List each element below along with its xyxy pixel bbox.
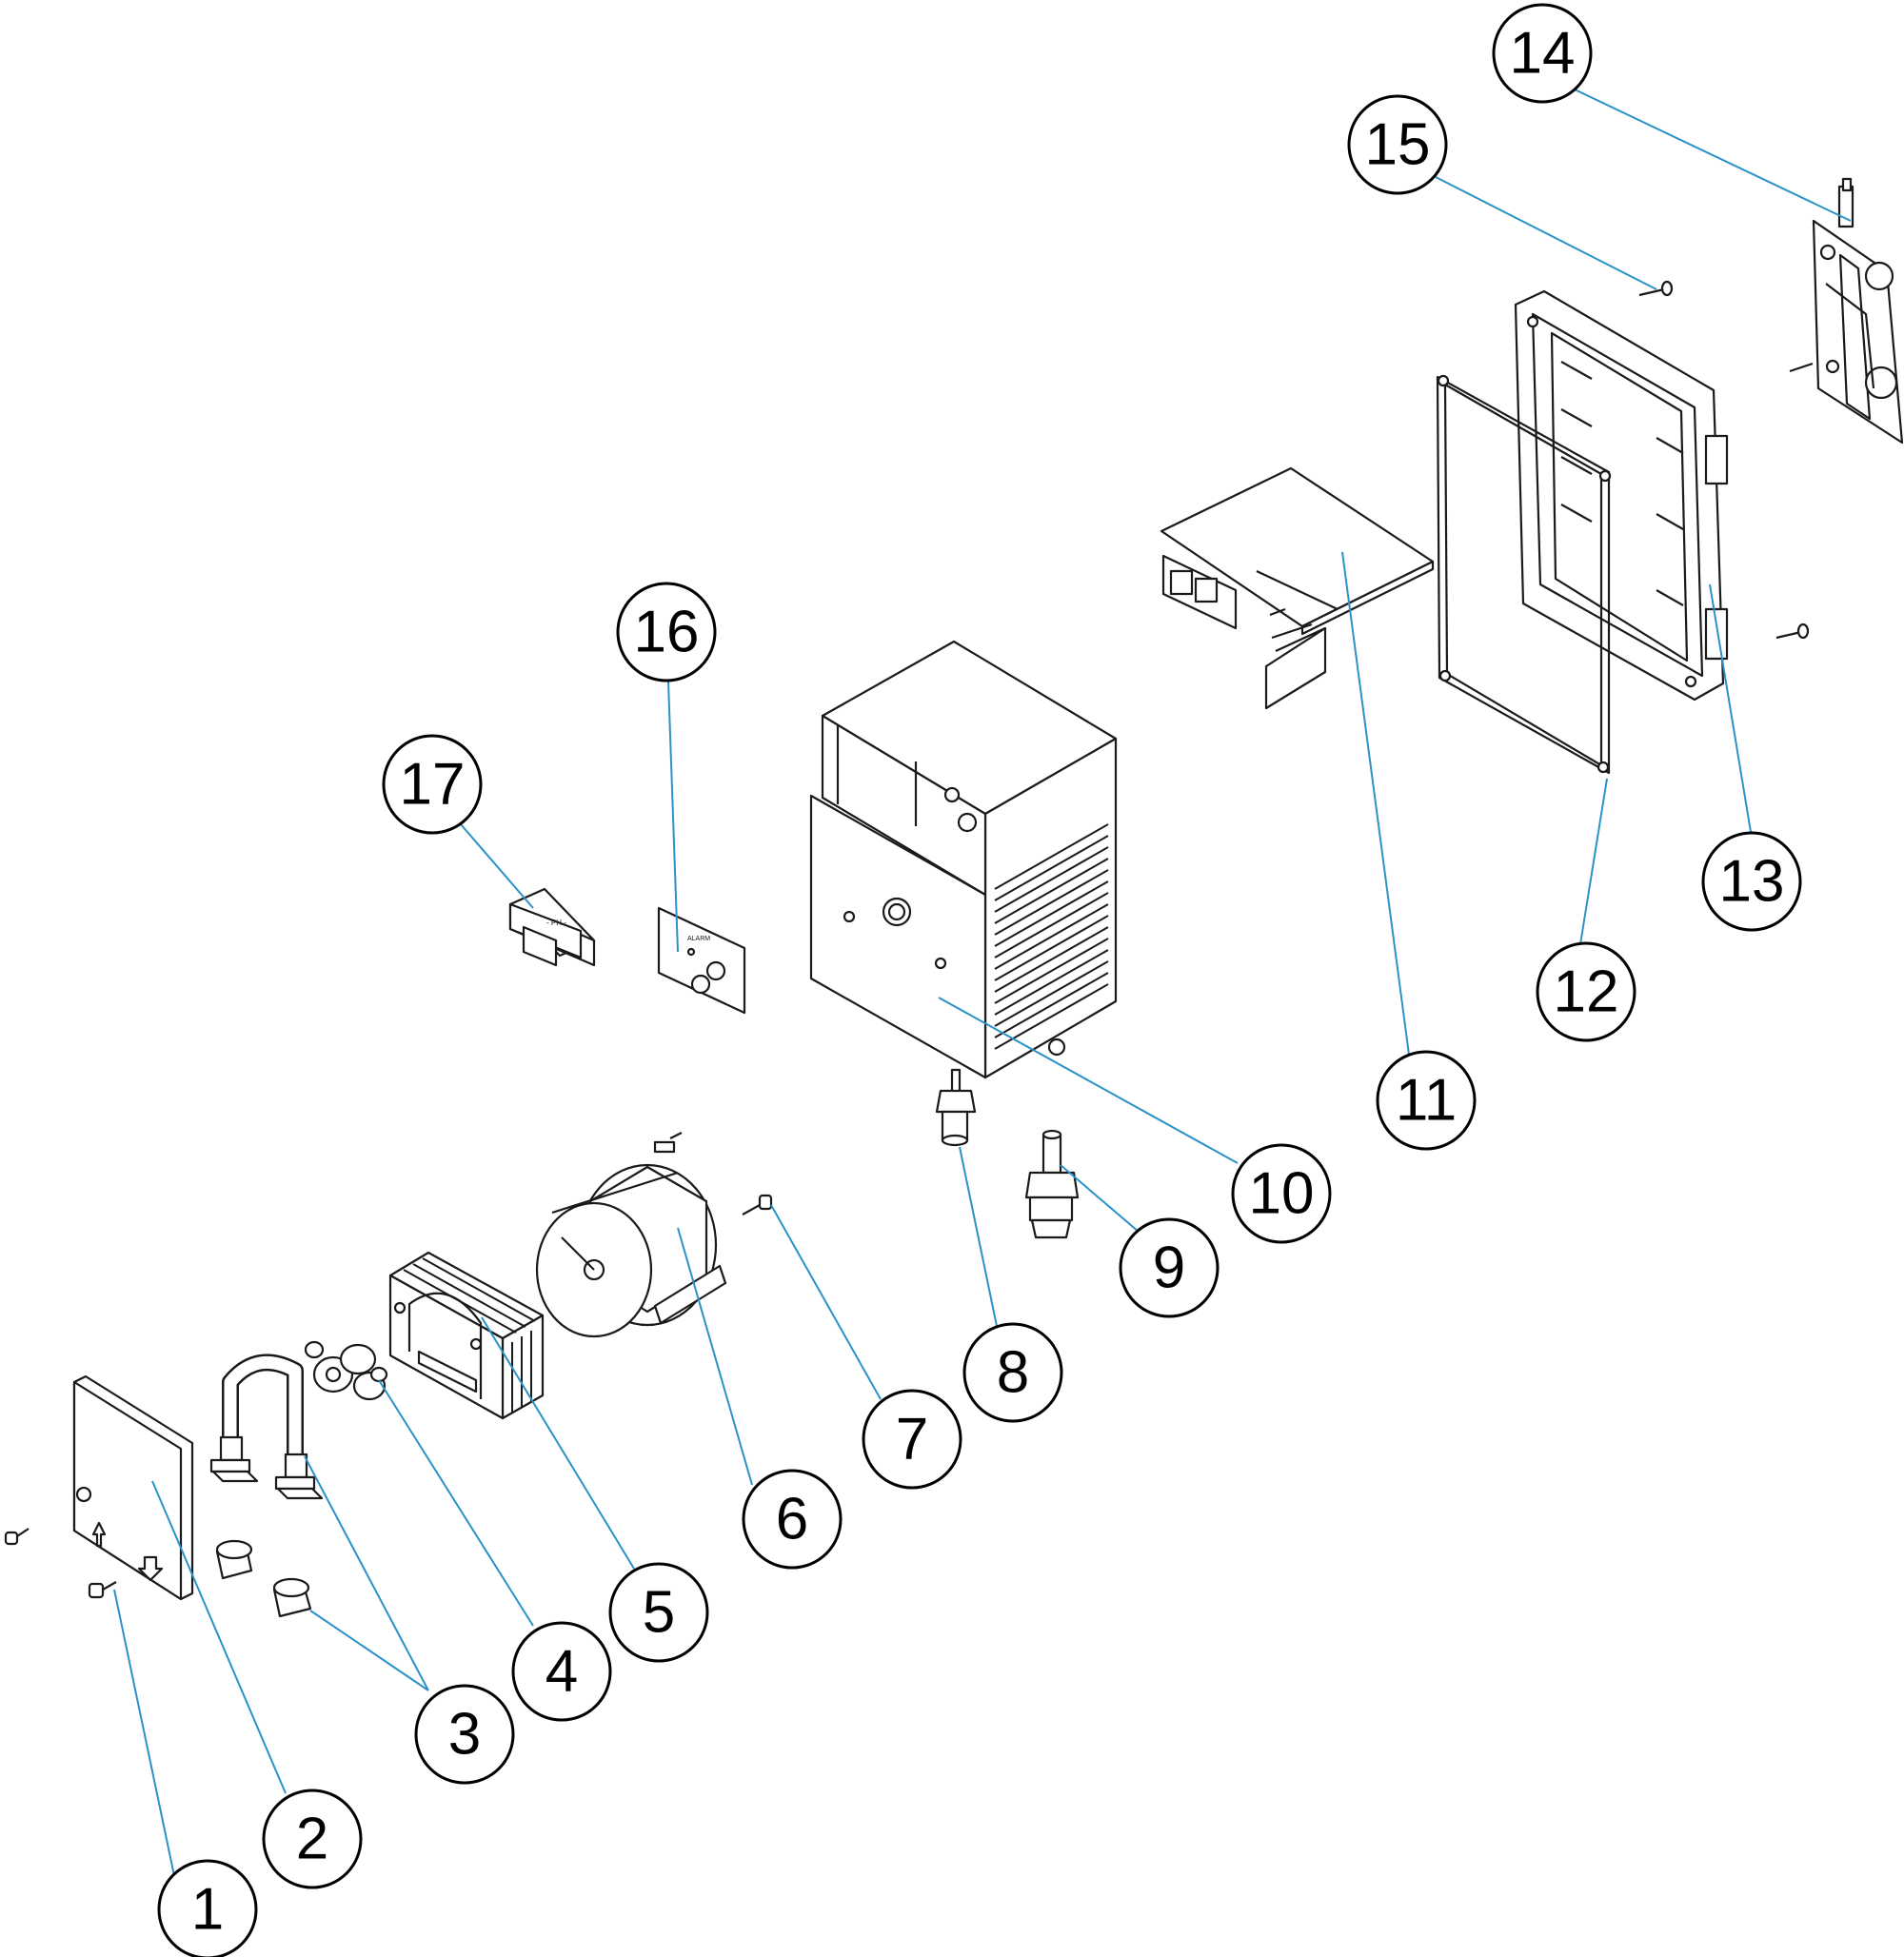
- callout-16-number: 16: [634, 600, 700, 665]
- cable-gland-part-8: [935, 1068, 977, 1147]
- main-enclosure-part: [809, 640, 1118, 1079]
- leader-14: [1574, 89, 1852, 222]
- callout-11: 11: [1376, 1050, 1477, 1151]
- leader-3a: [304, 1455, 429, 1691]
- callout-15: 15: [1347, 94, 1448, 195]
- callout-13-number: 13: [1719, 849, 1785, 915]
- leader-15: [1435, 176, 1657, 290]
- ph-label-text: - PH -: [546, 919, 566, 927]
- pump-head-body-part: [388, 1251, 545, 1420]
- callout-15-number: 15: [1365, 112, 1431, 178]
- callout-11-number: 11: [1396, 1068, 1457, 1134]
- callout-6: 6: [742, 1469, 843, 1570]
- leader-9: [1060, 1164, 1140, 1233]
- roller-assembly-part: [304, 1340, 388, 1401]
- callout-1-number: 1: [191, 1877, 224, 1943]
- callout-12-number: 12: [1554, 959, 1619, 1025]
- cable-gland-part-9: [1024, 1129, 1080, 1239]
- callout-2: 2: [262, 1789, 363, 1889]
- motor-part: [535, 1132, 727, 1338]
- alarm-label-text: ALARM: [687, 936, 710, 942]
- callout-5: 5: [608, 1562, 709, 1663]
- alarm-panel-label-part: ALARM: [657, 906, 746, 1015]
- leader-11: [1341, 551, 1410, 1056]
- callout-10-number: 10: [1249, 1161, 1315, 1227]
- gasket-part: [1436, 374, 1612, 775]
- callout-2-number: 2: [296, 1807, 328, 1872]
- leader-16: [667, 681, 679, 953]
- callout-8-number: 8: [997, 1340, 1029, 1406]
- rear-housing-frame-part: [1514, 289, 1810, 702]
- tubing-part: [209, 1354, 324, 1618]
- screw-part-1: [4, 1528, 117, 1599]
- callout-1: 1: [157, 1859, 258, 1957]
- front-cover-part: [72, 1374, 194, 1601]
- callout-17: 17: [382, 734, 483, 835]
- callout-3-number: 3: [448, 1702, 481, 1768]
- callout-6-number: 6: [776, 1487, 808, 1552]
- leader-5: [481, 1316, 635, 1570]
- callout-13: 13: [1701, 831, 1802, 932]
- leader-2: [151, 1480, 287, 1794]
- callout-7: 7: [862, 1389, 962, 1490]
- leader-4: [378, 1379, 534, 1627]
- leader-7: [770, 1204, 882, 1400]
- callout-12: 12: [1536, 941, 1636, 1042]
- leader-10: [938, 997, 1239, 1164]
- callout-9-number: 9: [1153, 1235, 1185, 1301]
- callout-5-number: 5: [643, 1580, 675, 1646]
- callout-14: 14: [1492, 3, 1593, 104]
- wall-bracket-part: [1789, 177, 1904, 445]
- ph-display-label-part: - PH -: [508, 887, 596, 967]
- leader-17: [460, 823, 534, 909]
- callout-7-number: 7: [896, 1407, 928, 1473]
- screw-part-7: [742, 1194, 773, 1216]
- callout-16: 16: [616, 582, 717, 682]
- leader-8: [959, 1146, 999, 1332]
- leader-1: [113, 1589, 182, 1908]
- screw-part-15: [1638, 280, 1674, 297]
- callout-17-number: 17: [400, 752, 466, 818]
- leader-3b: [309, 1610, 429, 1691]
- callout-3: 3: [414, 1684, 515, 1785]
- callout-9: 9: [1119, 1217, 1220, 1318]
- leader-13: [1709, 583, 1753, 839]
- callout-14-number: 14: [1510, 21, 1576, 87]
- leader-lines: [113, 89, 1852, 1908]
- callout-4: 4: [511, 1621, 612, 1722]
- callout-8: 8: [962, 1322, 1063, 1423]
- callout-10: 10: [1231, 1143, 1332, 1244]
- leader-6: [677, 1227, 753, 1486]
- circuit-board-part: [1160, 466, 1435, 710]
- callout-4-number: 4: [545, 1639, 578, 1705]
- leader-12: [1579, 778, 1608, 945]
